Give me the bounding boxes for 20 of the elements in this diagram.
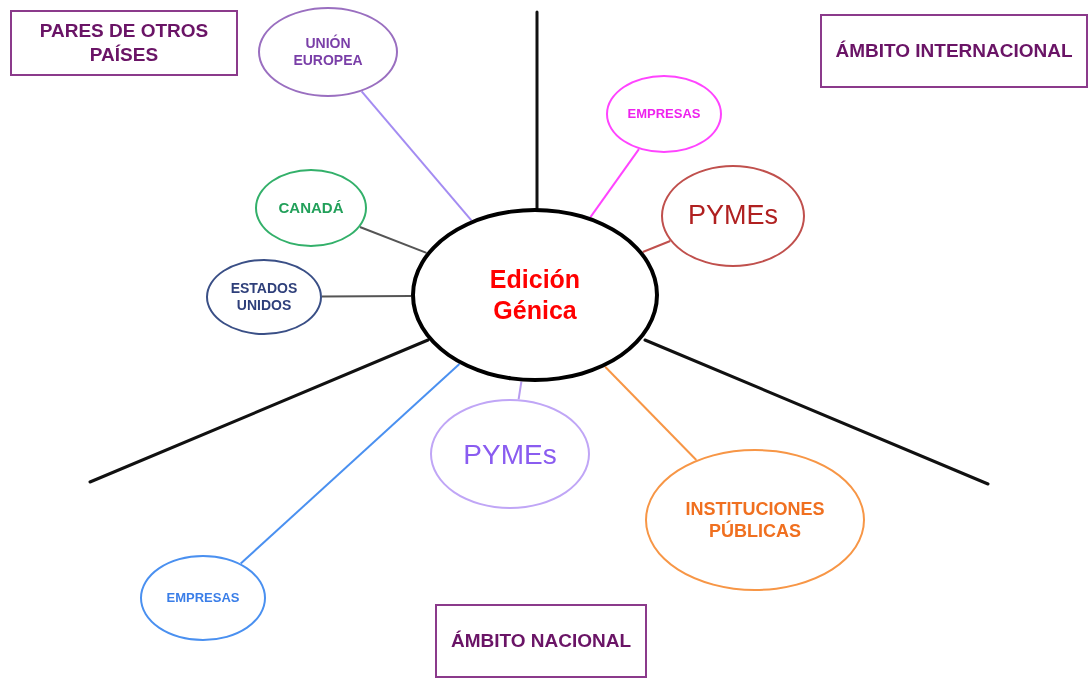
node-label: PYMEs [463, 437, 557, 472]
node-label: ESTADOS UNIDOS [229, 279, 299, 315]
node-label: ÁMBITO NACIONAL [450, 629, 632, 653]
node-label: UNIÓN EUROPEA [292, 34, 364, 70]
node-label: PYMEs [688, 199, 778, 233]
connector-line [321, 294, 412, 298]
node-label: Edición Génica [488, 263, 582, 326]
connector-line [360, 90, 473, 222]
node-label: EMPRESAS [627, 105, 701, 123]
node-label: INSTITUCIONES PÚBLICAS [684, 497, 826, 543]
category-box [10, 10, 238, 76]
category-box [435, 604, 647, 678]
node-label: PARES DE OTROS PAÍSES [38, 19, 210, 67]
node-label: ÁMBITO INTERNACIONAL [835, 39, 1073, 63]
connector-line [239, 362, 461, 565]
connector-line [517, 380, 523, 401]
node-label: EMPRESAS [166, 589, 240, 607]
connector-line [604, 365, 698, 461]
node-label: CANADÁ [278, 198, 344, 218]
category-box [820, 14, 1088, 88]
